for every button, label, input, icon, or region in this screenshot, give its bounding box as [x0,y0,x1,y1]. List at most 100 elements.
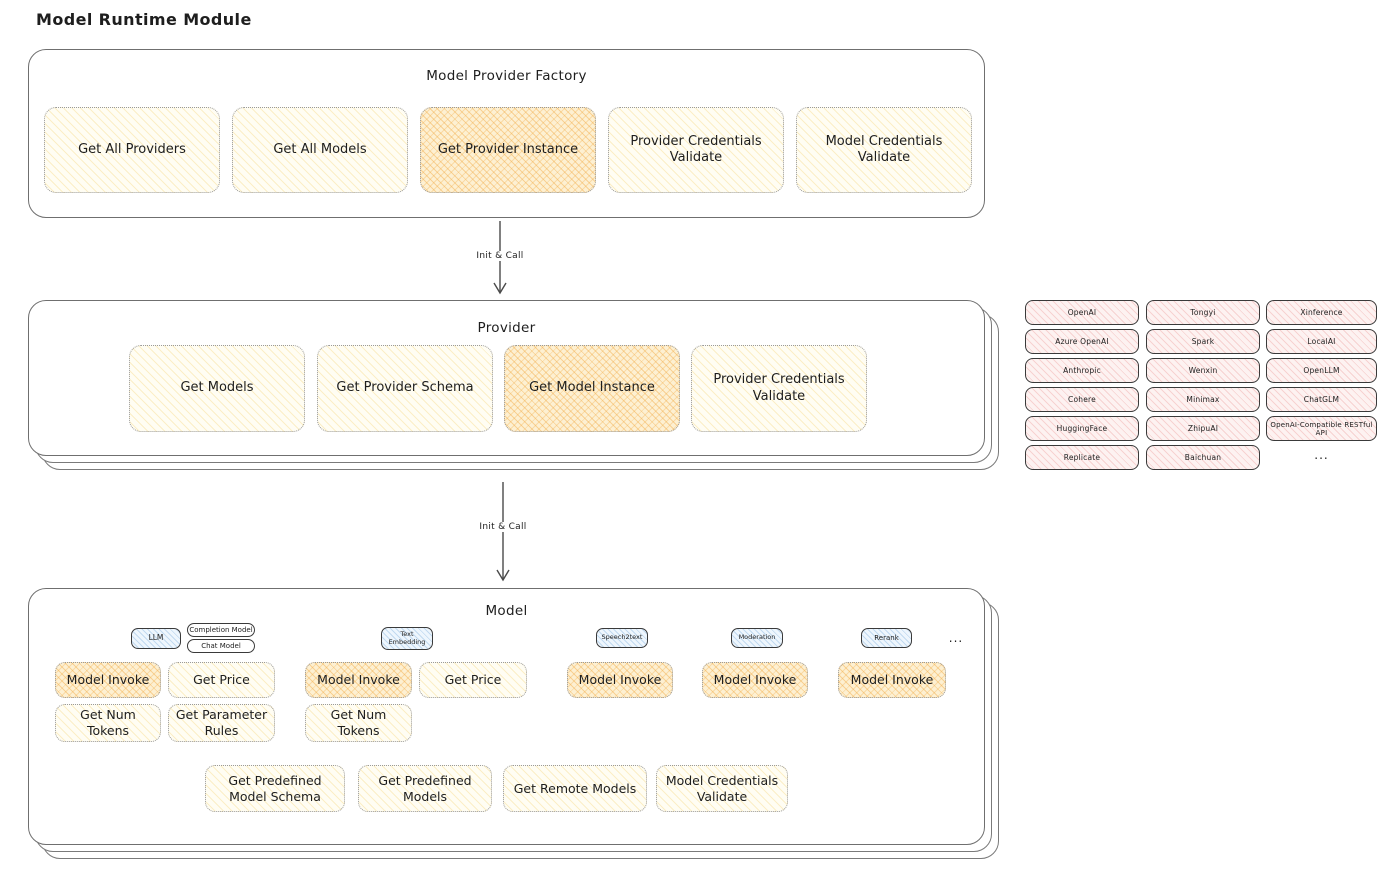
method-label: Get Price [444,672,502,688]
factory-method-get-all-providers: Get All Providers [44,107,220,193]
method-label: Get Num Tokens [80,707,136,738]
pill-label: LocalAI [1307,337,1336,346]
pill-label: Tongyi [1190,308,1216,317]
method-label: Model Invoke [850,672,934,688]
provider-pill-spark: Spark [1146,329,1260,354]
embedding-get-num-tokens: Get Num Tokens [305,704,412,742]
method-label: Model Invoke [713,672,797,688]
provider-pill-openai-compatible: OpenAI-Compatible RESTful API [1266,416,1377,441]
model-model-credentials-validate: Model Credentials Validate [656,765,788,812]
method-label: Get Parameter Rules [175,707,268,738]
provider-title: Provider [477,320,536,336]
provider-pill-huggingface: HuggingFace [1025,416,1139,441]
pill-label: Anthropic [1063,366,1101,375]
badge-label: Rerank [874,633,899,642]
method-label: Model Invoke [578,672,662,688]
provider-method-provider-credentials-validate: Provider Credentials Validate [691,345,867,432]
method-label: Get Predefined Model Schema [228,772,322,804]
factory-method-provider-credentials-validate: Provider Credentials Validate [608,107,784,193]
method-label: Get Remote Models [513,780,637,796]
provider-pill-chatglm: ChatGLM [1266,387,1377,412]
method-label: Get Models [180,380,254,396]
badge-label: Speech2text [601,633,643,642]
pill-label: Spark [1191,337,1215,346]
llm-get-price: Get Price [168,662,275,698]
badge-rerank: Rerank [861,628,912,648]
pill-label: Replicate [1063,453,1101,462]
factory-method-get-provider-instance: Get Provider Instance [420,107,596,193]
method-label: Get Price [193,672,250,688]
llm-model-invoke: Model Invoke [55,662,161,698]
badge-text-embedding: Text Embedding [381,627,433,650]
pill-label: ChatGLM [1303,395,1340,404]
llm-get-parameter-rules: Get Parameter Rules [168,704,275,742]
factory-method-model-credentials-validate: Model Credentials Validate [796,107,972,193]
method-label: Model Invoke [66,672,150,688]
method-label: Model Invoke [317,672,400,688]
model-get-predefined-model-schema: Get Predefined Model Schema [205,765,345,812]
provider-method-get-provider-schema: Get Provider Schema [317,345,493,432]
pill-label: Wenxin [1188,366,1218,375]
method-label: Get Num Tokens [330,707,387,738]
llm-get-num-tokens: Get Num Tokens [55,704,161,742]
badge-chat-model: Chat Model [187,639,255,653]
factory-title: Model Provider Factory [426,68,587,84]
provider-pill-azure-openai: Azure OpenAI [1025,329,1139,354]
provider-pill-zhipuai: ZhipuAI [1146,416,1260,441]
badge-completion-model: Completion Model [187,623,255,637]
arrow1-label: Init & Call [468,251,532,261]
arrow-provider-to-model [496,482,510,582]
provider-pill-baichuan: Baichuan [1146,445,1260,470]
method-label: Model Credentials Validate [825,133,943,165]
pill-label: Cohere [1068,395,1096,404]
pill-label: Baichuan [1184,453,1222,462]
method-label: Model Credentials Validate [665,772,779,804]
provider-pill-xinference: Xinference [1266,300,1377,325]
badge-label: Completion Model [189,626,253,634]
method-label: Get Provider Instance [437,141,579,157]
badge-label: Chat Model [201,642,241,650]
badge-label: Text Embedding [388,630,426,646]
badge-moderation: Moderation [731,628,783,648]
model-types-more-indicator: ... [948,631,964,645]
method-label: Provider Credentials Validate [630,133,762,165]
method-label: Get Model Instance [529,380,655,396]
badge-speech2text: Speech2text [596,628,648,648]
method-label: Get All Providers [78,141,186,157]
pill-label: OpenAI-Compatible RESTful API [1270,420,1373,437]
provider-method-get-model-instance: Get Model Instance [504,345,680,432]
method-label: Provider Credentials Validate [713,372,845,404]
pill-label: OpenLLM [1303,366,1340,375]
embedding-model-invoke: Model Invoke [305,662,412,698]
provider-pill-anthropic: Anthropic [1025,358,1139,383]
moderation-model-invoke: Model Invoke [702,662,808,698]
method-label: Get Predefined Models [378,772,472,804]
factory-method-get-all-models: Get All Models [232,107,408,193]
providers-more-indicator: ... [1314,448,1329,462]
rerank-model-invoke: Model Invoke [838,662,946,698]
arrow2-label: Init & Call [471,522,535,532]
embedding-get-price: Get Price [419,662,527,698]
page-title: Model Runtime Module [36,10,252,29]
provider-pill-wenxin: Wenxin [1146,358,1260,383]
pill-label: OpenAI [1067,308,1097,317]
badge-label: LLM [148,633,164,643]
provider-pill-replicate: Replicate [1025,445,1139,470]
method-label: Get Provider Schema [336,380,474,396]
pill-label: Minimax [1186,395,1220,404]
speech2text-model-invoke: Model Invoke [567,662,673,698]
badge-label: Moderation [738,633,776,642]
pill-label: Xinference [1300,308,1343,317]
pill-label: HuggingFace [1056,424,1108,433]
pill-label: Azure OpenAI [1055,337,1109,346]
provider-pill-tongyi: Tongyi [1146,300,1260,325]
pill-label: ZhipuAI [1187,424,1219,433]
badge-llm: LLM [131,628,181,649]
model-title: Model [485,603,528,619]
provider-method-get-models: Get Models [129,345,305,432]
provider-pill-localai: LocalAI [1266,329,1377,354]
provider-pill-cohere: Cohere [1025,387,1139,412]
provider-pill-openai: OpenAI [1025,300,1139,325]
model-get-remote-models: Get Remote Models [503,765,647,812]
